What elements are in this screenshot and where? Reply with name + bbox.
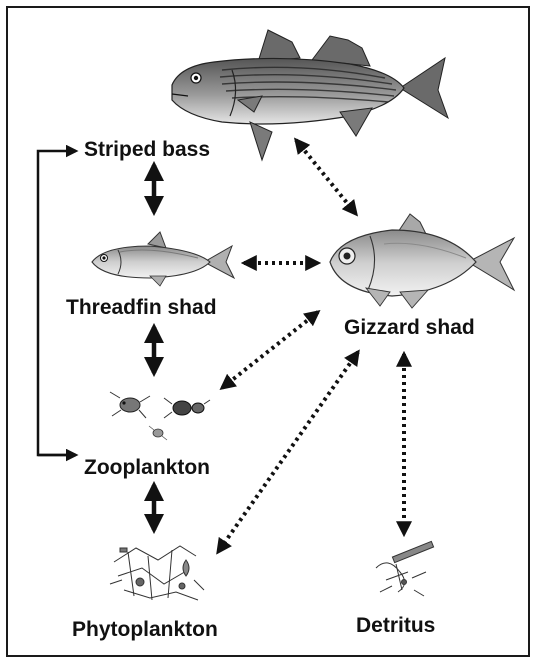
striped-bass-illustration (172, 30, 448, 160)
label-zooplankton: Zooplankton (84, 456, 210, 480)
label-gizzard-shad: Gizzard shad (344, 316, 475, 340)
label-striped-bass: Striped bass (84, 138, 210, 162)
label-threadfin-shad: Threadfin shad (66, 296, 217, 320)
label-phytoplankton: Phytoplankton (72, 618, 218, 642)
link-gizzard-phytoplankton (218, 352, 358, 552)
threadfin-shad-illustration (92, 232, 234, 286)
label-detritus: Detritus (356, 614, 435, 638)
link-gizzard-zooplankton (222, 312, 318, 388)
gizzard-shad-illustration (330, 214, 514, 308)
detritus-illustration (376, 541, 434, 596)
link-bass-gizzard (296, 140, 356, 214)
zooplankton-illustration (110, 392, 210, 440)
phytoplankton-illustration (110, 546, 204, 600)
